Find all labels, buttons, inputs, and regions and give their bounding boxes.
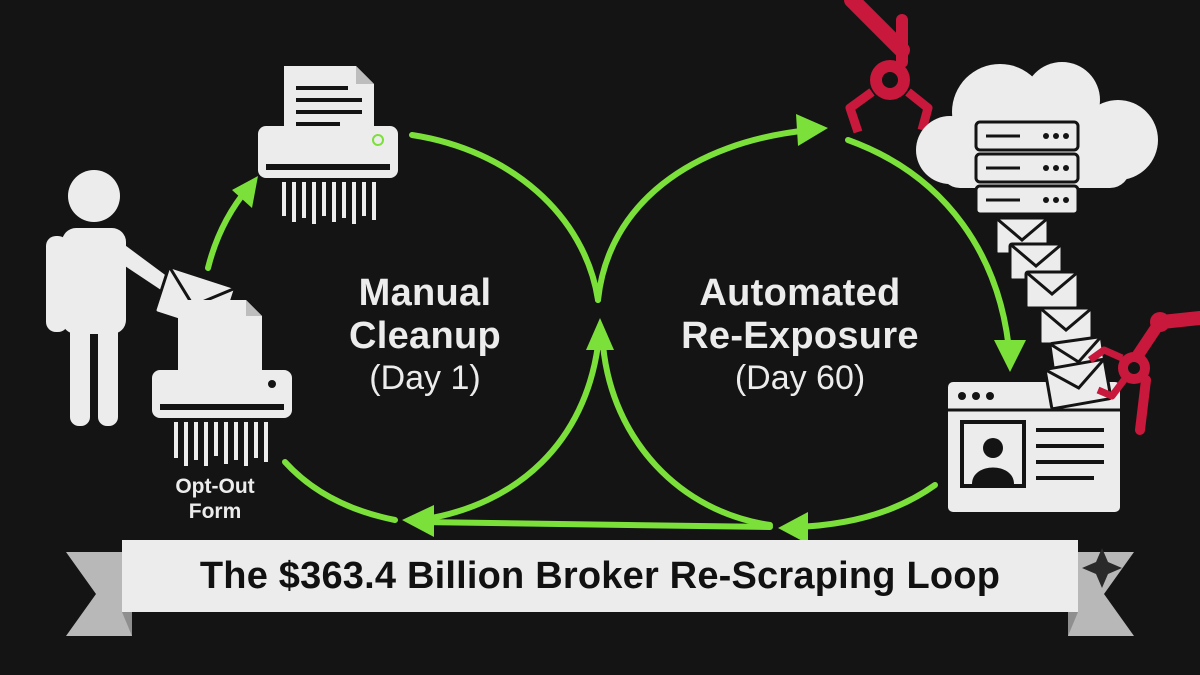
arrowhead-to-profile: [994, 340, 1026, 372]
arrowhead-bottom-left: [402, 505, 434, 537]
person-caption: Opt-Out Form: [150, 474, 280, 524]
ribbon-right-fold: [1068, 612, 1078, 636]
arrowhead-up-center: [586, 318, 614, 350]
left-loop-title-line1: Manual: [358, 272, 492, 314]
left-loop-subtitle: (Day 1): [369, 359, 481, 398]
arrow-right-bottom: [600, 342, 773, 528]
right-loop-title-line1: Automated: [699, 272, 901, 314]
arrowhead-bottom-right: [778, 512, 808, 544]
left-loop-label: Manual Cleanup (Day 1): [300, 272, 550, 397]
person-icon: [46, 170, 172, 426]
loop-arrows: [205, 127, 1013, 530]
ribbon-right-tail: [1068, 552, 1134, 636]
right-loop-label: Automated Re-Exposure (Day 60): [650, 272, 950, 397]
ribbon-left-fold: [122, 612, 132, 636]
shredder-icon: [258, 126, 398, 224]
envelope-icon: [1024, 270, 1080, 310]
arrow-bottom-left-return: [282, 459, 398, 523]
right-loop-subtitle: (Day 60): [734, 359, 866, 398]
shredder-icon: [152, 300, 292, 466]
arrowhead-to-robot: [796, 114, 828, 146]
right-loop-title-line2: Re-Exposure: [681, 314, 919, 357]
ribbon-left-tail: [66, 552, 132, 636]
robot-arm-icon: [1087, 311, 1200, 435]
person-caption-line1: Opt-Out: [175, 475, 255, 498]
envelope-icon: [1043, 357, 1113, 411]
profile-card-icon: [948, 382, 1120, 512]
person-caption-line2: Form: [188, 500, 242, 524]
sparkle-icon: [1082, 548, 1122, 588]
arrowhead-to-shredder: [232, 176, 258, 208]
server-icon: [974, 120, 1080, 216]
arrowheads: [232, 114, 1026, 544]
banner-band: [122, 540, 1078, 612]
banner-ribbon: [66, 540, 1134, 636]
arrow-robot-to-profile: [845, 137, 1013, 363]
banner-title: The $363.4 Billion Broker Re-Scraping Lo…: [199, 554, 1001, 597]
arrow-left-top: [409, 132, 601, 303]
arrow-left-bottom: [417, 342, 601, 523]
robot-arm-icon: [844, 0, 933, 134]
left-loop-title-line2: Cleanup: [348, 314, 501, 357]
arrow-right-top: [595, 127, 813, 303]
arrow-person-to-shredder: [205, 185, 251, 271]
arrow-profile-return: [792, 482, 938, 530]
arrow-bottom-line: [417, 519, 773, 530]
document-icon: [284, 66, 374, 140]
